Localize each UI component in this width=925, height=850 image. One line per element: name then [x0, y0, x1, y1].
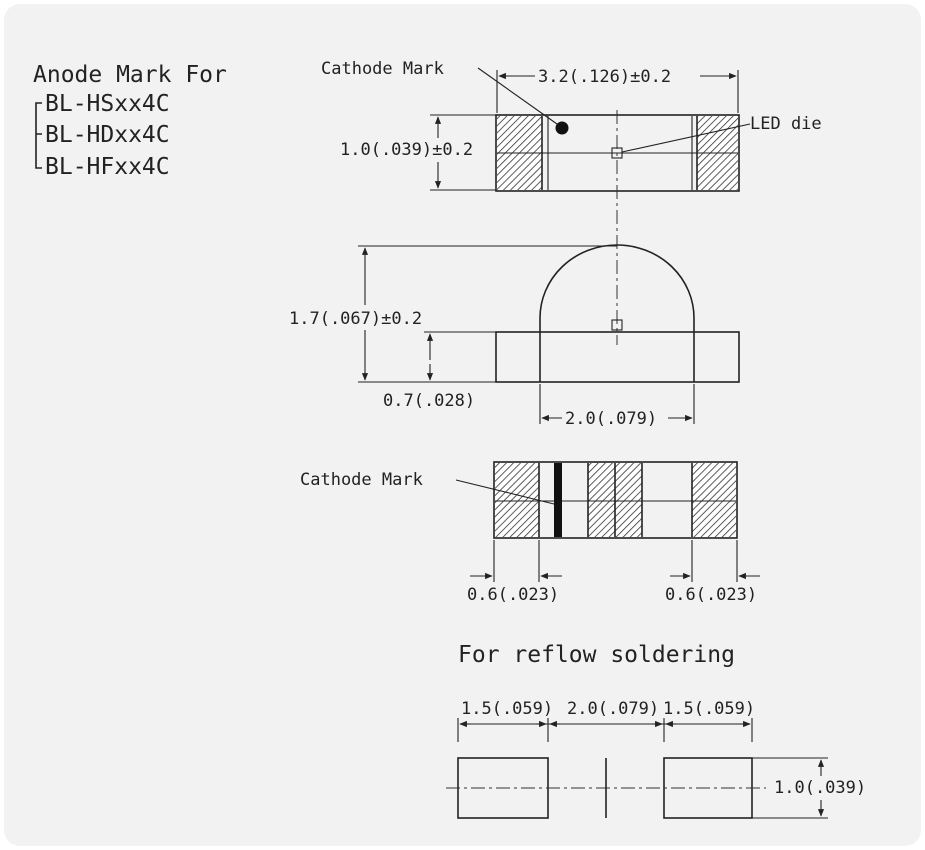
terminal-left-dimension: 0.6(.023) [467, 540, 562, 605]
drawing-panel [4, 4, 921, 846]
width-label: 1.0(.039)±0.2 [340, 140, 473, 160]
anode-mark-legend: Anode Mark For BL-HSxx4C BL-HDxx4C BL-HF… [33, 62, 227, 180]
anode-model-1: BL-HSxx4C [45, 91, 170, 117]
body-height-dimension: 0.7(.028) [383, 331, 496, 411]
side-view [495, 244, 740, 383]
dome-width-dimension: 2.0(.079) [539, 384, 695, 429]
cathode-mark-top-callout: Cathode Mark [321, 59, 558, 125]
cathode-dot [555, 121, 569, 135]
led-die-label: LED die [750, 114, 822, 134]
led-die-callout: LED die [621, 114, 822, 153]
cathode-mark-top-label: Cathode Mark [321, 59, 444, 79]
lens-dome [539, 244, 695, 332]
height-label: 1.7(.067)±0.2 [289, 309, 422, 329]
pad-height-label: 1.0(.039) [774, 778, 866, 798]
cathode-mark-bottom-label: Cathode Mark [300, 470, 423, 490]
pad-gap-label: 2.0(.079) [567, 699, 659, 719]
bottom-view [493, 461, 738, 539]
bottom-left-pad [495, 463, 539, 537]
pad-right-label: 1.5(.059) [663, 699, 755, 719]
terminal-left-label: 0.6(.023) [467, 585, 559, 605]
length-label: 3.2(.126)±0.2 [538, 67, 671, 87]
terminal-right-dimension: 0.6(.023) [665, 540, 760, 605]
anode-mark-heading: Anode Mark For [33, 62, 227, 88]
reflow-pad-layout: 1.5(.059) 2.0(.079) 1.5(.059) 1.0(.039) [446, 699, 866, 819]
reflow-title: For reflow soldering [458, 642, 735, 668]
length-dimension: 3.2(.126)±0.2 [496, 67, 739, 113]
terminal-right-label: 0.6(.023) [665, 585, 757, 605]
legend-bracket [35, 102, 42, 169]
cathode-mark-bottom-callout: Cathode Mark [300, 470, 555, 505]
top-view [495, 114, 740, 192]
anode-model-2: BL-HDxx4C [45, 122, 170, 148]
dome-width-label: 2.0(.079) [565, 409, 657, 429]
body-height-label: 0.7(.028) [383, 391, 475, 411]
cathode-bar [554, 463, 562, 537]
pad-left-label: 1.5(.059) [461, 699, 553, 719]
anode-model-3: BL-HFxx4C [45, 154, 170, 180]
bottom-view-body [493, 461, 738, 539]
height-dimension: 1.7(.067)±0.2 [289, 245, 617, 383]
side-view-body [495, 331, 740, 383]
width-dimension: 1.0(.039)±0.2 [340, 114, 496, 191]
bottom-right-pad [692, 463, 736, 537]
